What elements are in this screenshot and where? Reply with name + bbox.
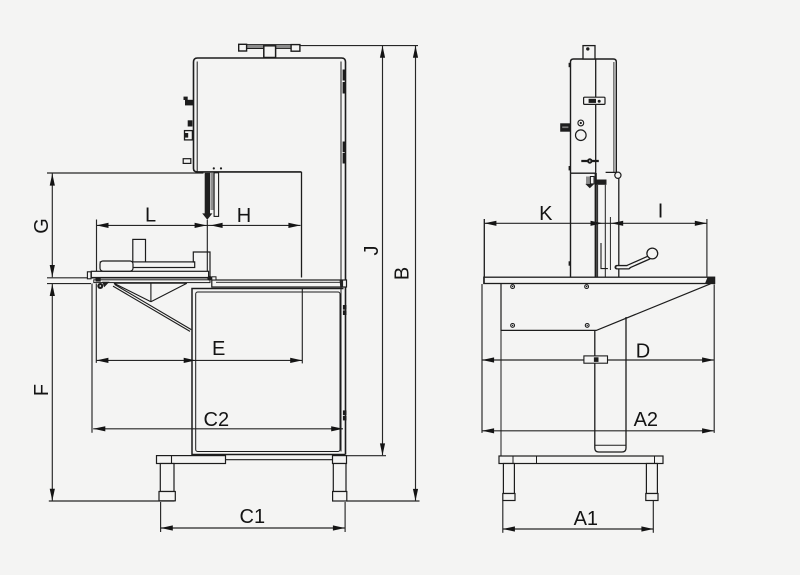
svg-text:E: E (212, 338, 225, 360)
svg-text:I: I (658, 201, 664, 223)
svg-text:C1: C1 (240, 506, 266, 528)
svg-text:F: F (31, 384, 53, 396)
svg-text:C2: C2 (204, 409, 230, 431)
svg-text:A1: A1 (574, 508, 598, 530)
svg-text:K: K (539, 203, 553, 225)
svg-text:B: B (392, 267, 414, 280)
svg-text:J: J (361, 246, 383, 256)
svg-text:H: H (237, 205, 251, 227)
svg-text:A2: A2 (634, 409, 658, 431)
svg-text:L: L (145, 205, 156, 227)
svg-text:D: D (636, 340, 650, 362)
svg-text:G: G (31, 218, 53, 234)
